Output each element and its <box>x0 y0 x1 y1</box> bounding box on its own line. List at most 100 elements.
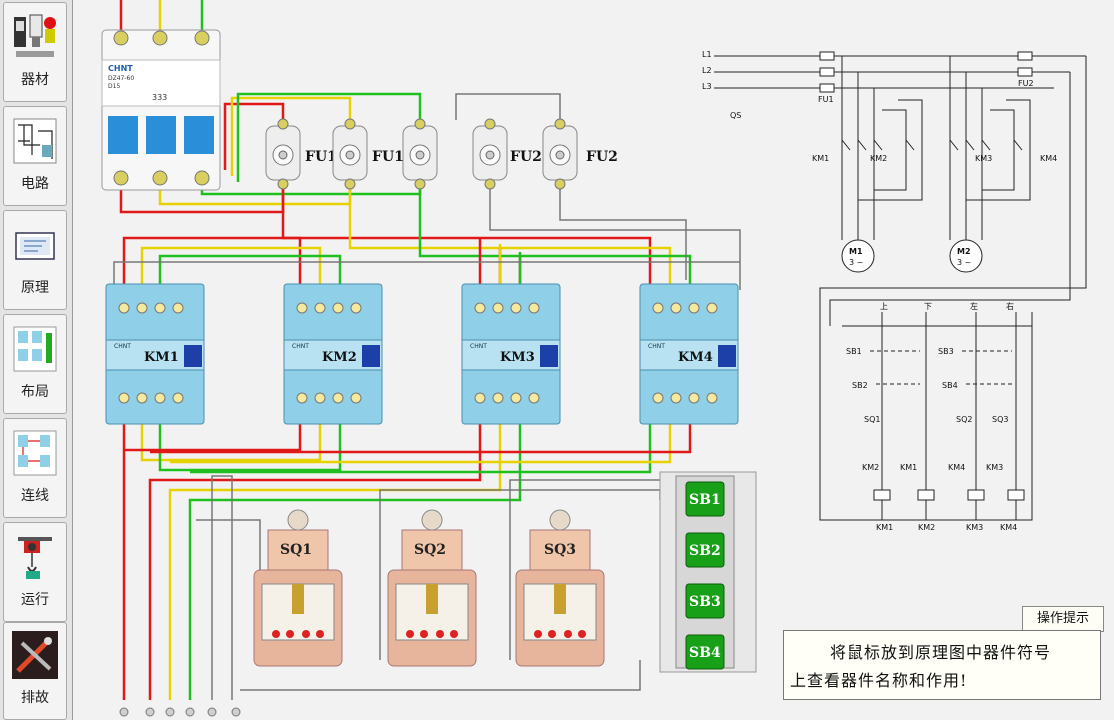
schematic-main-contact-label: KM2 <box>870 154 887 163</box>
breaker-model: DZ47-60 <box>108 75 134 82</box>
schematic-interlock-label: KM3 <box>986 463 1003 472</box>
sidebar-item-equipment[interactable]: 器材 <box>3 2 67 102</box>
schematic-line-label: L3 <box>702 82 712 91</box>
schematic-diagram[interactable]: L1 L2 L3 QS FU1 FU2 KM1 KM2 KM3 KM4 M1 3… <box>702 50 1087 532</box>
fuse-label: FU1 <box>372 149 404 165</box>
contactor-km1[interactable]: CHNT KM1 <box>105 283 205 425</box>
sidebar-item-label: 电路 <box>21 176 49 192</box>
fuse-fu2-b[interactable]: FU2 <box>542 118 618 190</box>
contactor-label: KM1 <box>144 350 179 365</box>
circuit-icon <box>13 118 57 164</box>
schematic-fu1-label: FU1 <box>818 95 834 104</box>
breaker-poles: 333 <box>152 93 167 102</box>
schematic-interlock-label: KM4 <box>948 463 965 472</box>
schematic-sq-label: SQ2 <box>956 415 972 424</box>
schematic-interlock-label: KM2 <box>862 463 879 472</box>
push-button-sb1[interactable]: SB1 <box>685 481 725 517</box>
schematic-sb-label: SB2 <box>852 381 868 390</box>
limit-switch-label: SQ3 <box>544 542 576 558</box>
push-button-label: SB1 <box>689 492 721 508</box>
push-button-sb3[interactable]: SB3 <box>685 583 725 619</box>
schematic-motor-label: M1 <box>849 247 863 256</box>
schematic-coil-label: KM1 <box>876 523 893 532</box>
hint-text-line1: 将鼠标放到原理图中器件符号 <box>830 643 1052 662</box>
schematic-motor-label: M2 <box>957 247 971 256</box>
limit-switch-label: SQ1 <box>280 542 312 558</box>
schematic-qs-label: QS <box>730 111 741 120</box>
schematic-motor-phase: 3 ~ <box>849 258 863 267</box>
schematic-coil-label: KM4 <box>1000 523 1017 532</box>
schematic-icon <box>15 232 55 260</box>
tools-troubleshoot-icon <box>12 631 58 679</box>
breaker-brand: CHNT <box>108 64 133 73</box>
wiring-canvas: CHNT DZ47-60 D15 333 FU1 FU1 FU2 <box>74 0 1114 720</box>
contactor-km4[interactable]: CHNT KM4 <box>639 283 739 425</box>
sidebar-item-schematic[interactable]: 原理 <box>3 210 67 310</box>
schematic-sb-label: SB3 <box>938 347 954 356</box>
hint-panel: 将鼠标放到原理图中器件符号 上查看器件名称和作用! <box>783 630 1101 700</box>
schematic-sq-label: SQ3 <box>992 415 1008 424</box>
fuse-fu1-b[interactable]: FU1 <box>332 118 404 190</box>
contactor-km3[interactable]: CHNT KM3 <box>461 283 561 425</box>
contactor-label: KM4 <box>678 350 713 365</box>
fuse-fu2-a[interactable]: FU2 <box>472 118 542 190</box>
schematic-sb-label: SB4 <box>942 381 958 390</box>
layout-icon <box>13 326 57 372</box>
schematic-main-contact-label: KM1 <box>812 154 829 163</box>
schematic-direction-label: 右 <box>1006 301 1014 311</box>
schematic-coil-label: KM3 <box>966 523 983 532</box>
contactor-km2[interactable]: CHNT KM2 <box>283 283 383 425</box>
push-button-sb4[interactable]: SB4 <box>685 634 725 670</box>
schematic-direction-label: 下 <box>924 302 932 311</box>
hint-text-line2: 上查看器件名称和作用! <box>790 671 968 690</box>
schematic-line-label: L1 <box>702 50 712 59</box>
schematic-coil-label: KM2 <box>918 523 935 532</box>
schematic-sb-label: SB1 <box>846 347 862 356</box>
schematic-sq-label: SQ1 <box>864 415 880 424</box>
sidebar-item-troubleshoot[interactable]: 排故 <box>3 622 67 720</box>
contactor-brand: CHNT <box>648 343 665 350</box>
schematic-line-label: L2 <box>702 66 712 75</box>
limit-switch-sq2[interactable]: SQ2 <box>387 509 477 667</box>
contactor-brand: CHNT <box>114 343 131 350</box>
sidebar-item-label: 布局 <box>21 384 49 400</box>
sidebar-item-layout[interactable]: 布局 <box>3 314 67 414</box>
fuse-fu1-c[interactable] <box>402 118 438 190</box>
push-button-sb2[interactable]: SB2 <box>685 532 725 568</box>
push-button-label: SB3 <box>689 594 721 610</box>
sidebar-item-label: 连线 <box>21 488 49 504</box>
sidebar-item-label: 器材 <box>21 72 49 88</box>
fuse-label: FU2 <box>586 149 618 165</box>
component-bin-icon <box>14 14 56 57</box>
wiring-icon <box>13 430 57 476</box>
schematic-direction-label: 左 <box>970 301 978 311</box>
sidebar-item-label: 运行 <box>21 592 49 608</box>
push-button-label: SB4 <box>689 645 721 661</box>
contactor-brand: CHNT <box>470 343 487 350</box>
sidebar-item-label: 排故 <box>21 690 49 706</box>
sidebar: 器材 电路 原理 布局 连线 <box>0 0 73 720</box>
schematic-main-contact-label: KM3 <box>975 154 992 163</box>
schematic-main-contact-label: KM4 <box>1040 154 1057 163</box>
schematic-interlock-label: KM1 <box>900 463 917 472</box>
circuit-breaker[interactable]: CHNT DZ47-60 D15 333 <box>101 29 221 191</box>
wiring <box>113 0 741 700</box>
fuse-label: FU2 <box>510 149 542 165</box>
terminal-block <box>119 707 241 717</box>
sidebar-item-wiring[interactable]: 连线 <box>3 418 67 518</box>
sidebar-item-run[interactable]: 运行 <box>3 522 67 622</box>
fuse-fu1-a[interactable]: FU1 <box>265 118 337 190</box>
sidebar-item-circuit[interactable]: 电路 <box>3 106 67 206</box>
limit-switch-sq1[interactable]: SQ1 <box>253 509 343 667</box>
operation-hint-button[interactable]: 操作提示 <box>1022 606 1104 632</box>
schematic-direction-label: 上 <box>880 302 888 311</box>
fuse-label: FU1 <box>305 149 337 165</box>
breaker-rating: D15 <box>108 83 120 90</box>
contactor-brand: CHNT <box>292 343 309 350</box>
contactor-label: KM2 <box>322 350 357 365</box>
contactor-label: KM3 <box>500 350 535 365</box>
schematic-fu2-label: FU2 <box>1018 79 1034 88</box>
sidebar-item-label: 原理 <box>21 280 49 296</box>
push-button-label: SB2 <box>689 543 721 559</box>
limit-switch-sq3[interactable]: SQ3 <box>515 509 605 667</box>
